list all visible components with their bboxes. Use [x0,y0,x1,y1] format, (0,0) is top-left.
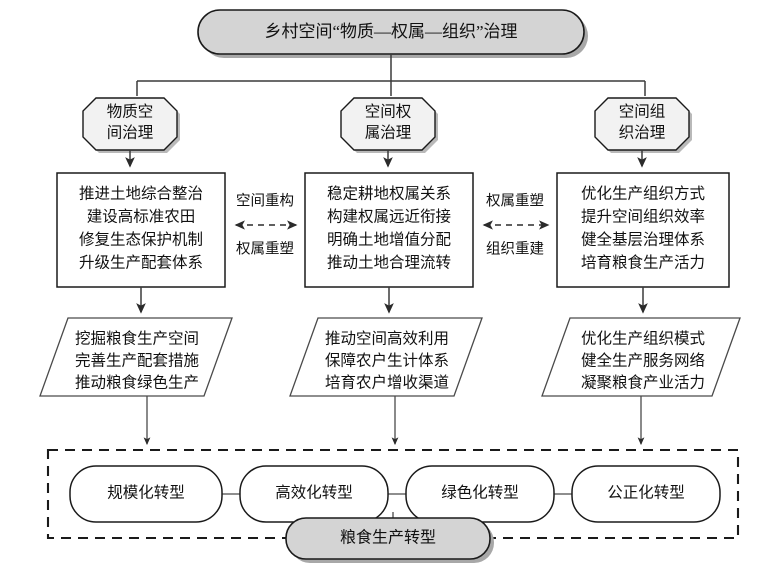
transformation-pill-justice: 公正化转型 [571,465,721,523]
title-node-label: 乡村空间“物质—权属—组织”治理 [264,22,517,41]
strategy-organization-line1: 优化生产组织方式 [581,185,705,203]
outcome-property-line2: 保障农户生计体系 [325,352,449,370]
level2-node-organization: 空间组 织治理 [594,97,692,153]
strategy-box-organization: 优化生产组织方式 提升空间组织效率 健全基层治理体系 培育粮食生产活力 [556,172,730,288]
level2-organization-line1: 空间组 [619,103,666,121]
level2-property-line2: 属治理 [365,124,412,142]
outcome-material-line3: 推动粮食绿色生产 [75,374,199,392]
level2-organization-line2: 织治理 [619,124,666,142]
outcome-organization-line2: 健全生产服务网络 [581,352,705,370]
strategy-material-line2: 建设高标准农田 [87,208,196,226]
strategy-material-line3: 修复生态保护机制 [79,231,203,249]
transformation-pill-scale: 规模化转型 [69,465,223,523]
outcome-parallelogram-property: 推动空间高效利用 保障农户生计体系 培育农户增收渠道 [289,317,483,397]
strategy-property-line4: 推动土地合理流转 [327,254,451,272]
bottom-node: 粮食生产转型 [285,517,494,563]
edge-right-bidirectional: 权属重塑 组织重建 [482,192,550,257]
outcome-material-line2: 完善生产配套措施 [75,352,199,370]
strategy-property-line2: 构建权属远近衔接 [327,208,451,226]
transformation-pill-efficiency-label: 高效化转型 [275,484,353,502]
edge-left-top-label: 空间重构 [236,192,294,209]
outcome-parallelogram-material: 挖掘粮食生产空间 完善生产配套措施 推动粮食绿色生产 [39,317,233,397]
level2-node-material: 物质空 间治理 [82,97,180,153]
edge-left-bidirectional: 空间重构 权属重塑 [234,192,298,257]
level2-to-strategy-arrows [125,150,647,168]
strategy-property-line3: 明确土地增值分配 [327,231,451,249]
edge-left-bottom-label: 权属重塑 [236,240,294,257]
transformation-pill-green-label: 绿色化转型 [441,484,519,502]
strategy-material-line4: 升级生产配套体系 [79,254,203,272]
strategy-box-material: 推进土地综合整治 建设高标准农田 修复生态保护机制 升级生产配套体系 [56,172,226,288]
strategy-organization-line2: 提升空间组织效率 [581,208,705,226]
transformation-pill-efficiency: 高效化转型 [239,465,389,523]
title-node: 乡村空间“物质—权属—组织”治理 [197,9,588,58]
level2-property-line1: 空间权 [365,103,412,121]
strategy-organization-line4: 培育粮食生产活力 [581,254,705,272]
transformation-group-frame: 规模化转型 高效化转型 绿色化转型 公正化转型 [46,448,740,540]
strategy-material-line1: 推进土地综合整治 [79,185,203,203]
outcome-parallelogram-organization: 优化生产组织模式 健全生产服务网络 凝聚粮食产业活力 [541,317,741,397]
level2-material-line1: 物质空 [107,103,154,121]
transformation-pill-green: 绿色化转型 [405,465,555,523]
transformation-pill-scale-label: 规模化转型 [107,484,185,502]
edge-right-bottom-label: 组织重建 [486,240,544,257]
outcome-organization-line3: 凝聚粮食产业活力 [581,374,705,392]
outcome-organization-line1: 优化生产组织模式 [581,330,705,348]
bottom-node-label: 粮食生产转型 [340,529,436,547]
strategy-box-property: 稳定耕地权属关系 构建权属远近衔接 明确土地增值分配 推动土地合理流转 [304,172,474,288]
outcome-to-transformation-arrows [143,396,645,446]
level2-material-line2: 间治理 [107,124,154,142]
edge-right-top-label: 权属重塑 [486,192,544,209]
strategy-property-line1: 稳定耕地权属关系 [327,185,451,203]
level2-node-property: 空间权 属治理 [340,97,438,153]
strategy-to-outcome-arrows [136,287,648,314]
top-branch-connectors [136,54,646,96]
outcome-material-line1: 挖掘粮食生产空间 [75,330,199,348]
outcome-property-line1: 推动空间高效利用 [325,330,449,348]
strategy-organization-line3: 健全基层治理体系 [581,231,705,249]
transformation-pill-justice-label: 公正化转型 [607,484,685,502]
outcome-property-line3: 培育农户增收渠道 [325,374,449,392]
